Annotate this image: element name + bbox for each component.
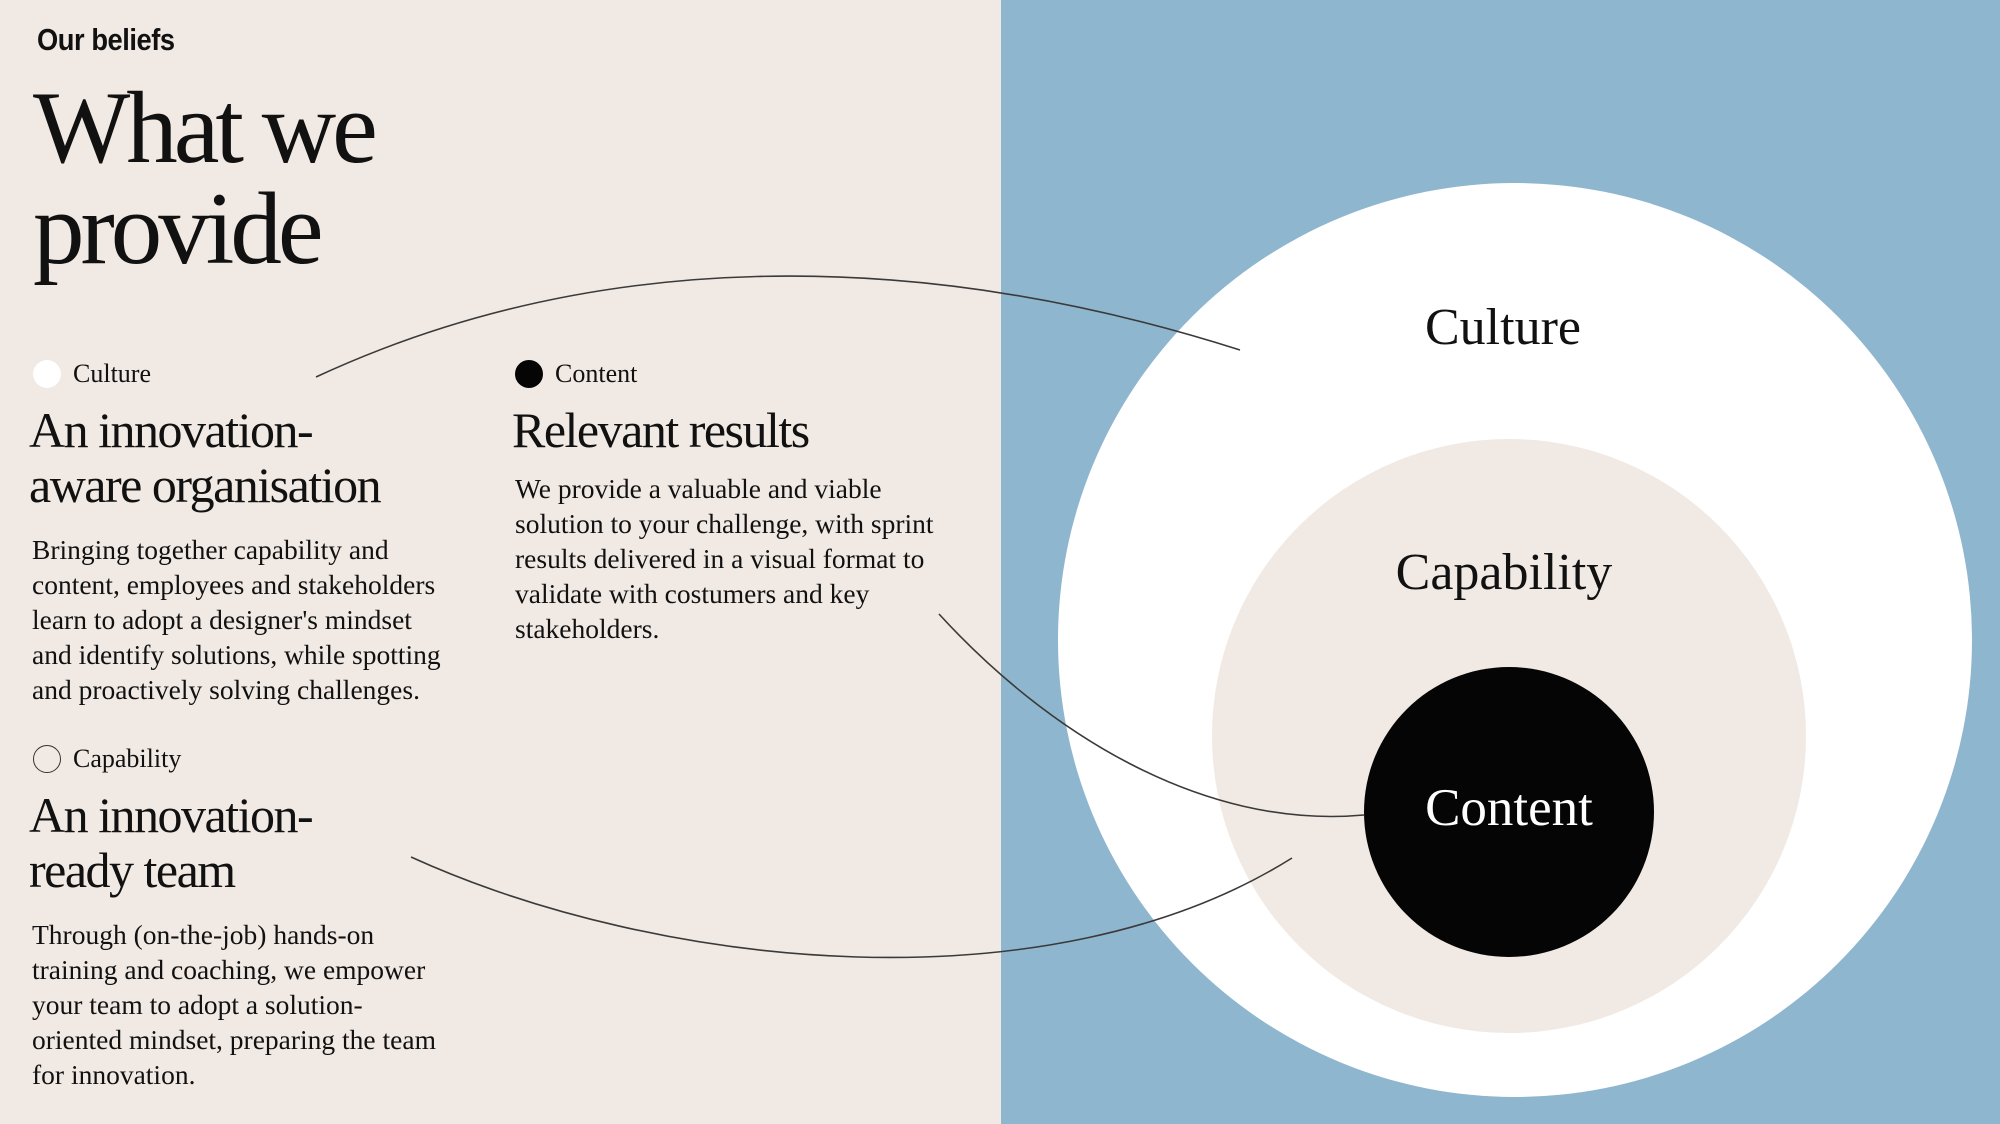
inner-circle-content bbox=[1364, 667, 1654, 957]
body-line: training and coaching, we empower bbox=[32, 954, 426, 985]
legend-content-label: Content bbox=[555, 359, 638, 388]
heading-line: Relevant results bbox=[512, 402, 810, 458]
eyebrow-label: Our beliefs bbox=[37, 22, 175, 57]
culture-dot-icon bbox=[33, 360, 61, 388]
body-line: validate with costumers and key bbox=[515, 578, 870, 609]
body-line: Through (on-the-job) hands-on bbox=[32, 919, 375, 950]
content-heading: Relevant results bbox=[512, 402, 810, 458]
capability-ring-icon bbox=[33, 745, 61, 773]
body-line: and proactively solving challenges. bbox=[32, 674, 420, 705]
capability-heading: An innovation- ready team bbox=[29, 787, 314, 898]
body-line: your team to adopt a solution- bbox=[32, 989, 363, 1020]
culture-heading: An innovation- aware organisation bbox=[29, 402, 382, 513]
inner-circle-label: Content bbox=[1425, 779, 1593, 837]
body-line: oriented mindset, preparing the team bbox=[32, 1024, 436, 1055]
legend-content: Content bbox=[515, 359, 637, 389]
page-title-line: What we bbox=[33, 71, 378, 185]
content-body: We provide a valuable and viable solutio… bbox=[515, 471, 934, 646]
body-line: stakeholders. bbox=[515, 613, 660, 644]
page-title: What we provide bbox=[33, 77, 533, 281]
heading-line: aware organisation bbox=[29, 457, 382, 513]
culture-body: Bringing together capability and content… bbox=[32, 532, 441, 707]
heading-line: ready team bbox=[29, 842, 236, 898]
connector-culture bbox=[315, 275, 1241, 378]
body-line: learn to adopt a designer's mindset bbox=[32, 604, 412, 635]
connector-capability bbox=[410, 856, 1293, 959]
heading-line: An innovation- bbox=[29, 402, 314, 458]
body-line: Bringing together capability and bbox=[32, 534, 389, 565]
legend-capability: Capability bbox=[33, 744, 181, 774]
body-line: and identify solutions, while spotting bbox=[32, 639, 441, 670]
body-line: results delivered in a visual format to bbox=[515, 543, 925, 574]
body-line: solution to your challenge, with sprint bbox=[515, 508, 934, 539]
connector-content bbox=[938, 613, 1365, 818]
middle-circle-label: Capability bbox=[1396, 544, 1613, 601]
page-title-line: provide bbox=[33, 172, 324, 286]
body-line: for innovation. bbox=[32, 1059, 196, 1090]
capability-body: Through (on-the-job) hands-on training a… bbox=[32, 917, 436, 1092]
legend-culture: Culture bbox=[33, 359, 151, 389]
legend-capability-label: Capability bbox=[73, 744, 182, 773]
outer-circle-label: Culture bbox=[1425, 299, 1581, 356]
heading-line: An innovation- bbox=[29, 787, 314, 843]
body-line: We provide a valuable and viable bbox=[515, 473, 882, 504]
content-dot-icon bbox=[515, 360, 543, 388]
body-line: content, employees and stakeholders bbox=[32, 569, 436, 600]
legend-culture-label: Culture bbox=[73, 359, 151, 388]
